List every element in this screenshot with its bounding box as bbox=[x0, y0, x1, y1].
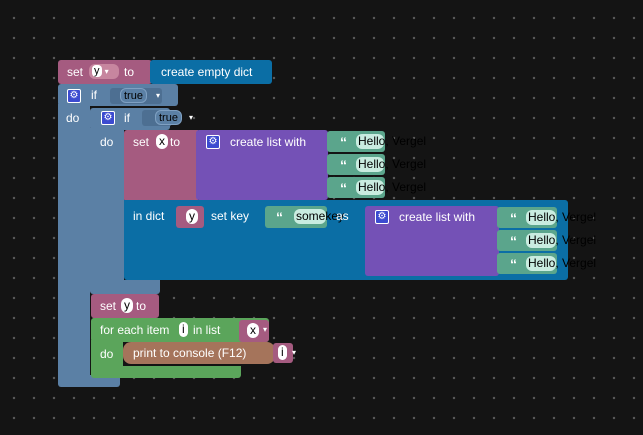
variable-dropdown[interactable]: y ▾ bbox=[89, 64, 119, 79]
chevron-down-icon[interactable]: ▾ bbox=[292, 348, 297, 357]
variable-field[interactable]: i bbox=[278, 345, 287, 360]
chevron-down-icon[interactable]: ▾ bbox=[189, 113, 194, 122]
quote-icon: “ bbox=[340, 134, 347, 150]
if-keyword: if bbox=[91, 88, 97, 102]
gear-icon[interactable]: ⚙ bbox=[67, 89, 81, 103]
set-keyword: set bbox=[133, 135, 150, 149]
text-field[interactable]: Hello, Vergel bbox=[526, 210, 596, 225]
variable-field[interactable]: y bbox=[121, 298, 133, 313]
quote-icon: “ bbox=[340, 180, 347, 196]
create-empty-dict-block[interactable] bbox=[150, 60, 272, 84]
loop-variable-field[interactable]: i bbox=[179, 322, 188, 337]
print-block[interactable] bbox=[123, 342, 275, 364]
chevron-down-icon[interactable]: ▾ bbox=[156, 91, 161, 100]
text-value: Hello, Vergel bbox=[528, 233, 597, 247]
boolean-true-dropdown[interactable]: true bbox=[155, 110, 182, 125]
text-field[interactable]: Hello, Vergel bbox=[526, 256, 596, 271]
for-each-bottom bbox=[91, 366, 241, 378]
variable-name: y bbox=[124, 298, 130, 312]
do-keyword: do bbox=[66, 111, 80, 125]
quote-icon: “ bbox=[510, 210, 517, 226]
do-keyword: do bbox=[100, 135, 114, 149]
text-value: Hello, Vergel bbox=[528, 256, 597, 270]
variable-name: i bbox=[182, 322, 185, 336]
set-keyword: set bbox=[100, 299, 117, 313]
text-value: Hello, Vergel bbox=[358, 157, 427, 171]
text-value: somekey bbox=[296, 209, 345, 223]
variable-name: x bbox=[159, 134, 165, 148]
variable-name: y bbox=[92, 65, 102, 77]
chevron-down-icon[interactable]: ▾ bbox=[263, 325, 268, 334]
if-keyword: if bbox=[124, 111, 130, 125]
do-keyword: do bbox=[100, 347, 114, 361]
variable-field[interactable]: y bbox=[186, 209, 198, 224]
print-label: print to console (F12) bbox=[133, 346, 247, 360]
to-keyword: to bbox=[136, 299, 147, 313]
if-block-inner-arm bbox=[90, 128, 124, 288]
to-keyword: to bbox=[124, 65, 135, 79]
boolean-value: true bbox=[124, 90, 143, 102]
to-keyword: to bbox=[170, 135, 181, 149]
text-value: Hello, Vergel bbox=[358, 180, 427, 194]
quote-icon: “ bbox=[340, 157, 347, 173]
in-list-keyword: in list bbox=[193, 323, 221, 337]
as-keyword: as bbox=[336, 209, 349, 223]
set-keyword: set bbox=[67, 65, 84, 79]
in-dict-keyword: in dict bbox=[133, 209, 165, 223]
chevron-down-icon: ▾ bbox=[104, 67, 109, 76]
create-list-label: create list with bbox=[399, 210, 476, 224]
if-block-outer-bottom bbox=[58, 375, 120, 387]
for-each-arm bbox=[91, 340, 123, 370]
text-field[interactable]: Hello, Vergel bbox=[356, 134, 426, 149]
variable-name: y bbox=[189, 209, 195, 223]
for-each-keyword: for each item bbox=[100, 323, 170, 337]
create-list-label: create list with bbox=[230, 135, 307, 149]
set-key-keyword: set key bbox=[211, 209, 250, 223]
text-field[interactable]: Hello, Vergel bbox=[356, 180, 426, 195]
gear-icon[interactable]: ⚙ bbox=[375, 210, 389, 224]
boolean-value: true bbox=[159, 112, 178, 124]
boolean-true-dropdown[interactable]: true bbox=[120, 88, 147, 103]
text-value: Hello, Vergel bbox=[358, 134, 427, 148]
text-value: Hello, Vergel bbox=[528, 210, 597, 224]
create-empty-dict-label: create empty dict bbox=[161, 65, 253, 79]
variable-name: i bbox=[281, 345, 284, 359]
quote-icon: “ bbox=[510, 233, 517, 249]
key-text-field[interactable]: somekey bbox=[294, 209, 344, 224]
if-block-outer-do bbox=[58, 106, 90, 128]
gear-icon[interactable]: ⚙ bbox=[101, 111, 115, 125]
variable-field[interactable]: x bbox=[247, 323, 259, 338]
gear-icon[interactable]: ⚙ bbox=[206, 135, 220, 149]
variable-field[interactable]: x bbox=[156, 134, 168, 149]
if-block-inner-bottom bbox=[90, 280, 160, 294]
text-field[interactable]: Hello, Vergel bbox=[356, 157, 426, 172]
text-field[interactable]: Hello, Vergel bbox=[526, 233, 596, 248]
if-block-outer-arm bbox=[58, 104, 90, 384]
variable-name: x bbox=[250, 323, 256, 337]
quote-icon: “ bbox=[510, 256, 517, 272]
quote-icon: “ bbox=[276, 209, 283, 225]
